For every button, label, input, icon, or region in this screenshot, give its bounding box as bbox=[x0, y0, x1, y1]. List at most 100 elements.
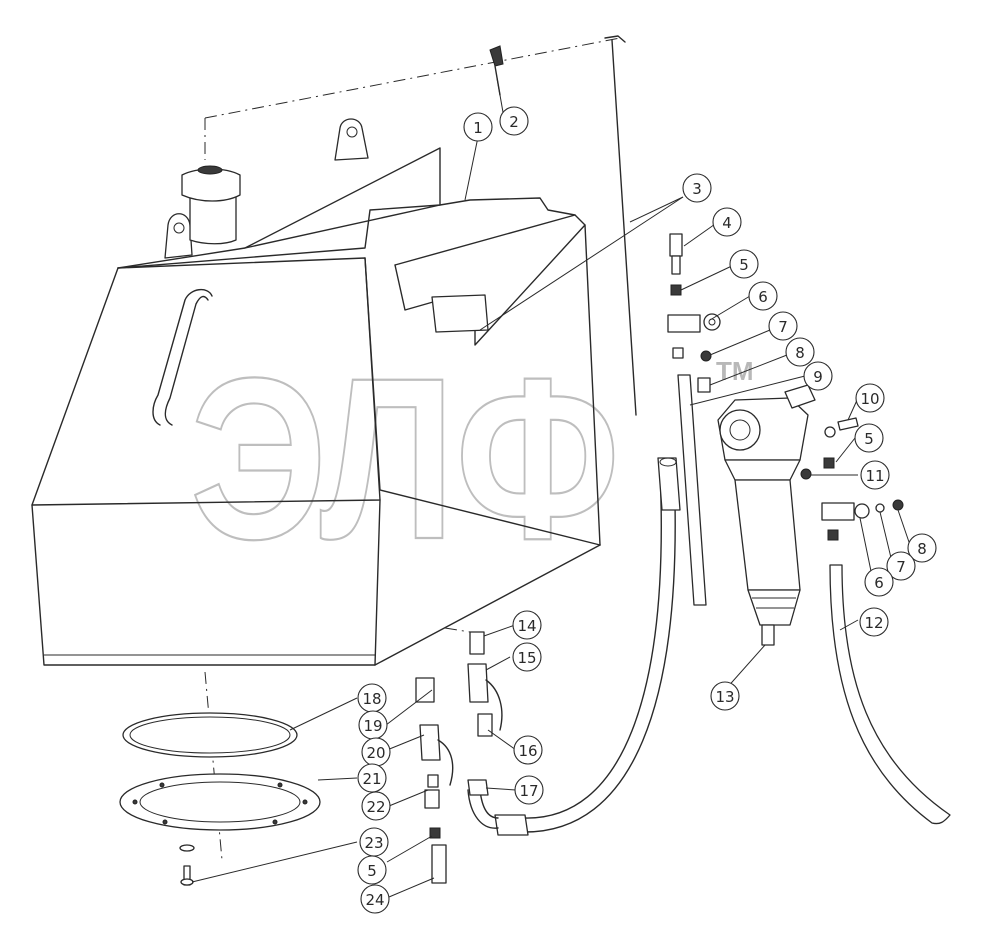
callout-circle bbox=[864, 567, 894, 597]
callout-circle bbox=[499, 106, 529, 136]
fitting-column bbox=[667, 233, 721, 606]
callout-c5a: 5 bbox=[729, 249, 759, 279]
callout-c14: 14 bbox=[512, 610, 542, 640]
callout-number: 22 bbox=[366, 798, 385, 816]
callout-c4: 4 bbox=[712, 207, 742, 237]
callout-circle bbox=[886, 551, 916, 581]
callout-circle bbox=[768, 311, 798, 341]
callout-circle bbox=[729, 249, 759, 279]
watermark-trademark: TM bbox=[716, 356, 754, 386]
callout-circle bbox=[710, 681, 740, 711]
callout-circle bbox=[513, 735, 543, 765]
callout-c5c: 5 bbox=[357, 855, 387, 885]
callout-number: 8 bbox=[917, 540, 927, 558]
callout-number: 6 bbox=[758, 288, 768, 306]
callout-c7b: 7 bbox=[886, 551, 916, 581]
callout-c5b: 5 bbox=[854, 423, 884, 453]
callout-number: 13 bbox=[715, 688, 734, 706]
callout-c9: 9 bbox=[803, 361, 833, 391]
callout-number: 9 bbox=[813, 368, 823, 386]
callout-c12: 12 bbox=[859, 607, 889, 637]
callout-circle bbox=[463, 112, 493, 142]
callout-circle bbox=[361, 791, 391, 821]
drain-valve-stack bbox=[415, 677, 454, 884]
leader-lines bbox=[191, 77, 911, 898]
callout-number: 2 bbox=[509, 113, 519, 131]
watermark: ЭЛФ TM bbox=[189, 329, 754, 588]
callout-circle bbox=[360, 884, 390, 914]
callout-circle bbox=[785, 337, 815, 367]
callout-c13: 13 bbox=[710, 681, 740, 711]
callout-circle bbox=[682, 173, 712, 203]
callout-number: 17 bbox=[519, 782, 538, 800]
callout-number: 3 bbox=[692, 180, 702, 198]
callout-number: 19 bbox=[363, 717, 382, 735]
callout-c23: 23 bbox=[359, 827, 389, 857]
callout-number: 11 bbox=[865, 467, 884, 485]
gasket-and-flange bbox=[119, 712, 321, 886]
callout-number: 24 bbox=[365, 891, 384, 909]
callout-circle bbox=[748, 281, 778, 311]
callout-c8b: 8 bbox=[907, 533, 937, 563]
callout-number: 5 bbox=[864, 430, 874, 448]
callout-number: 20 bbox=[366, 744, 385, 762]
callout-c24: 24 bbox=[360, 884, 390, 914]
valve-assembly-middle bbox=[467, 631, 503, 796]
callout-c10: 10 bbox=[855, 383, 885, 413]
key-clip bbox=[489, 45, 504, 96]
filter-right-fittings bbox=[800, 417, 904, 541]
callout-c21: 21 bbox=[357, 763, 387, 793]
callout-circle bbox=[860, 460, 890, 490]
callout-c18: 18 bbox=[357, 683, 387, 713]
callout-number: 8 bbox=[795, 344, 805, 362]
callout-circle bbox=[803, 361, 833, 391]
callout-c17: 17 bbox=[514, 775, 544, 805]
callout-c6a: 6 bbox=[748, 281, 778, 311]
callout-number: 23 bbox=[364, 834, 383, 852]
callout-number: 7 bbox=[778, 318, 788, 336]
fuel-filter bbox=[717, 384, 816, 646]
suction-hose bbox=[467, 457, 681, 836]
callout-c11: 11 bbox=[860, 460, 890, 490]
callout-c6b: 6 bbox=[864, 567, 894, 597]
callout-number: 12 bbox=[864, 614, 883, 632]
callout-number: 5 bbox=[367, 862, 377, 880]
callout-number: 1 bbox=[473, 119, 483, 137]
callout-c20: 20 bbox=[361, 737, 391, 767]
callout-circle bbox=[855, 383, 885, 413]
callout-c7a: 7 bbox=[768, 311, 798, 341]
callout-circle bbox=[854, 423, 884, 453]
callout-number: 15 bbox=[517, 649, 536, 667]
callout-number: 6 bbox=[874, 574, 884, 592]
callout-c1: 1 bbox=[463, 112, 493, 142]
callout-c8a: 8 bbox=[785, 337, 815, 367]
watermark-text: ЭЛФ bbox=[190, 330, 620, 587]
callout-c15: 15 bbox=[512, 642, 542, 672]
callout-number: 21 bbox=[362, 770, 381, 788]
callout-number: 18 bbox=[362, 690, 381, 708]
callout-number: 5 bbox=[739, 256, 749, 274]
callout-c22: 22 bbox=[361, 791, 391, 821]
callout-circle bbox=[512, 610, 542, 640]
callout-number: 10 bbox=[860, 390, 879, 408]
callout-c19: 19 bbox=[358, 710, 388, 740]
assembly-axis-lines bbox=[204, 37, 621, 861]
callout-number: 14 bbox=[517, 617, 536, 635]
callout-number: 16 bbox=[518, 742, 537, 760]
callout-circle bbox=[357, 855, 387, 885]
callout-circle bbox=[712, 207, 742, 237]
callout-circle bbox=[514, 775, 544, 805]
callout-c16: 16 bbox=[513, 735, 543, 765]
callout-c2: 2 bbox=[499, 106, 529, 136]
callout-circle bbox=[357, 763, 387, 793]
callout-circle bbox=[907, 533, 937, 563]
callout-number: 7 bbox=[896, 558, 906, 576]
dipstick-rod bbox=[604, 35, 637, 416]
callout-circle bbox=[859, 607, 889, 637]
return-hose bbox=[829, 564, 951, 825]
fuel-tank bbox=[31, 118, 601, 666]
callout-number: 4 bbox=[722, 214, 732, 232]
